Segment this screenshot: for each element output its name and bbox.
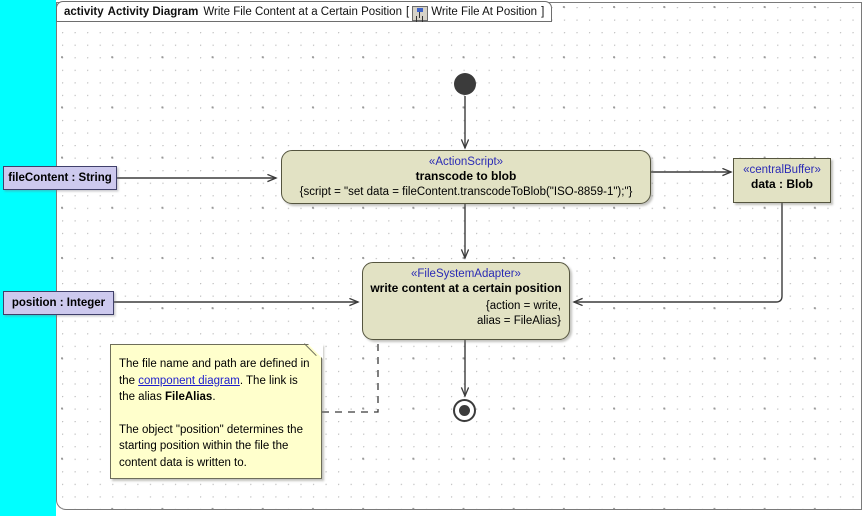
note-text-1c: . [212, 391, 216, 403]
action-constraint-alias: alias = FileAlias} [476, 314, 561, 327]
bracket-open: [ [405, 5, 410, 18]
stereotype-filesystemadapter: «FileSystemAdapter» [411, 268, 521, 280]
diagram-header[interactable]: activity Activity Diagram Write File Con… [56, 1, 553, 22]
activity-final-node[interactable] [453, 399, 476, 422]
activity-parameter-position[interactable]: position : Integer [3, 291, 114, 315]
stereotype-actionscript: «ActionScript» [428, 156, 504, 168]
buffer-name-data-blob: data : Blob [751, 177, 813, 191]
note-anchor-line [322, 340, 379, 413]
parameter-label-position: position : Integer [11, 297, 106, 309]
central-buffer-node[interactable]: «centralBuffer» data : Blob [733, 158, 831, 203]
action-constraint-script: {script = "set data = fileContent.transc… [299, 186, 633, 198]
flow-buffer-to-write [574, 203, 783, 302]
bracket-close: ] [541, 5, 545, 18]
activity-diagram-icon [412, 6, 429, 21]
note-text-filealias: FileAlias [165, 391, 213, 403]
note-fold-icon [307, 343, 323, 359]
note-text-1a: The file name and path are defined in th… [119, 358, 310, 387]
left-color-band [0, 0, 56, 516]
note-paragraph-1: The file name and path are defined in th… [119, 356, 312, 406]
action-name-transcode: transcode to blob [415, 169, 517, 183]
diagram-keyword: activity [64, 5, 104, 18]
stereotype-centralbuffer: «centralBuffer» [743, 164, 821, 176]
activity-parameter-filecontent[interactable]: fileContent : String [3, 166, 117, 190]
note-comment[interactable]: The file name and path are defined in th… [110, 331, 329, 479]
note-text-1b: . The link is the alias [119, 374, 298, 404]
page-title: Write File Content at a Certain Position [203, 5, 402, 18]
parameter-label-filecontent: fileContent : String [8, 172, 112, 184]
context-name: Write File At Position [431, 5, 538, 18]
initial-node[interactable] [454, 73, 476, 95]
action-name-write-content: write content at a certain position [370, 281, 562, 295]
diagram-type-label: Activity Diagram [107, 5, 199, 18]
note-spacer [119, 406, 312, 422]
note-paragraph-2: The object "position" determines the sta… [119, 423, 303, 469]
action-constraint-action: {action = write, [485, 300, 561, 312]
note-link-component-diagram[interactable]: component diagram [138, 374, 240, 387]
action-node-transcode-to-blob[interactable]: «ActionScript» transcode to blob {script… [281, 150, 651, 204]
action-node-write-content[interactable]: «FileSystemAdapter» write content at a c… [362, 262, 570, 340]
